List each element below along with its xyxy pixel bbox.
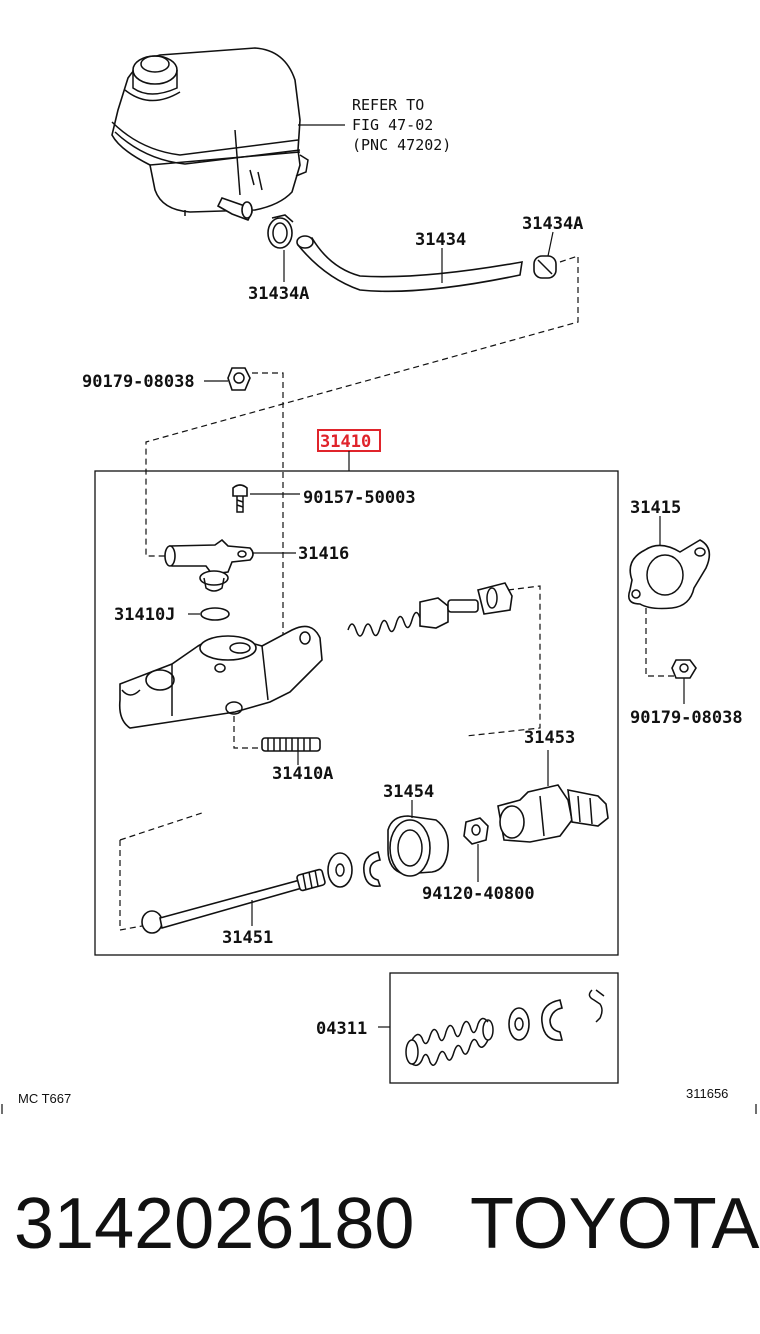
label-kit: 04311: [316, 1019, 367, 1039]
boot: [387, 815, 450, 877]
footer-brand: TOYOTA: [470, 1184, 760, 1264]
reference-note-line-2: FIG 47-02: [352, 116, 433, 134]
union-fitting: [164, 538, 254, 592]
rod-end: [497, 784, 609, 843]
label-nut-right: 90179-08038: [630, 708, 743, 728]
stud: [261, 737, 321, 752]
label-rod-end: 31453: [524, 728, 575, 748]
hose: [296, 235, 523, 293]
label-o-ring: 31410J: [114, 605, 175, 625]
label-push-rod: 31451: [222, 928, 273, 948]
clamp-right: [533, 255, 557, 279]
gasket: [627, 539, 711, 610]
nut-top: [227, 367, 251, 391]
kit-snap-ring: [541, 999, 563, 1041]
label-stud: 31410A: [272, 764, 333, 784]
label-screw: 90157-50003: [303, 488, 416, 508]
kit-frame: [389, 972, 619, 1084]
reference-note-line-3: (PNC 47202): [352, 136, 451, 154]
footer-part-number: 3142026180: [14, 1184, 415, 1264]
label-clamp-left: 31434A: [248, 284, 309, 304]
clamp-left: [267, 214, 294, 249]
corner-code-right: 311656: [686, 1086, 728, 1101]
label-hose: 31434: [415, 230, 466, 250]
kit-clip: [588, 989, 605, 1023]
label-union: 31416: [298, 544, 349, 564]
reservoir-tank: [111, 47, 309, 222]
reference-note-line-1: REFER TO: [352, 96, 424, 114]
label-gasket: 31415: [630, 498, 681, 518]
snap-ring: [362, 851, 382, 888]
label-locknut: 94120-40800: [422, 884, 535, 904]
kit-spring: [405, 1017, 494, 1067]
nut-right: [671, 659, 697, 679]
master-cylinder-body: [118, 625, 323, 729]
piston-spring: [347, 582, 513, 637]
label-clamp-right: 31434A: [522, 214, 583, 234]
assembly-frame: [94, 470, 619, 956]
push-rod: [141, 868, 326, 934]
label-boot: 31454: [383, 782, 434, 802]
locknut: [463, 817, 489, 845]
kit-washer: [508, 1007, 530, 1041]
screw: [232, 484, 248, 513]
label-assembly: 31410: [320, 432, 371, 452]
washer: [327, 852, 353, 888]
label-nut-top: 90179-08038: [82, 372, 195, 392]
corner-code-left: MC T667: [18, 1091, 71, 1106]
o-ring: [200, 607, 230, 621]
